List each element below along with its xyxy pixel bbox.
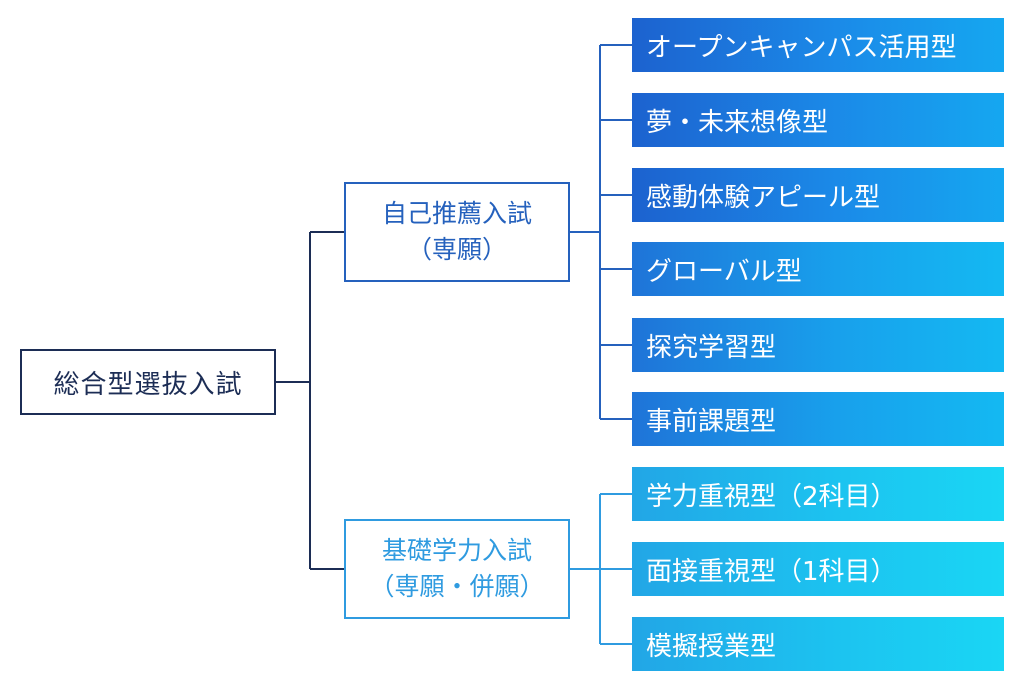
leaf-item: 事前課題型 [632, 392, 1004, 446]
branch-node-basic-academic: 基礎学力入試 （専願・併願） [344, 519, 570, 619]
root-label: 総合型選抜入試 [53, 369, 243, 400]
branch-node-self-recommendation: 自己推薦入試 （専願） [344, 182, 570, 282]
branch-sublabel: （専願） [406, 235, 507, 264]
leaf-item: オープンキャンパス活用型 [632, 18, 1004, 72]
branch-label: 自己推薦入試 [381, 199, 532, 228]
leaf-item: 学力重視型（2科目） [632, 467, 1004, 521]
leaf-item: グローバル型 [632, 242, 1004, 296]
leaf-item: 感動体験アピール型 [632, 168, 1004, 222]
root-node: 総合型選抜入試 [20, 349, 276, 415]
leaf-item: 夢・未来想像型 [632, 93, 1004, 147]
branch-label: 基礎学力入試 [381, 536, 532, 565]
leaf-item: 探究学習型 [632, 318, 1004, 372]
leaf-item: 模擬授業型 [632, 617, 1004, 671]
leaf-item: 面接重視型（1科目） [632, 542, 1004, 596]
branch-sublabel: （専願・併願） [369, 572, 545, 601]
